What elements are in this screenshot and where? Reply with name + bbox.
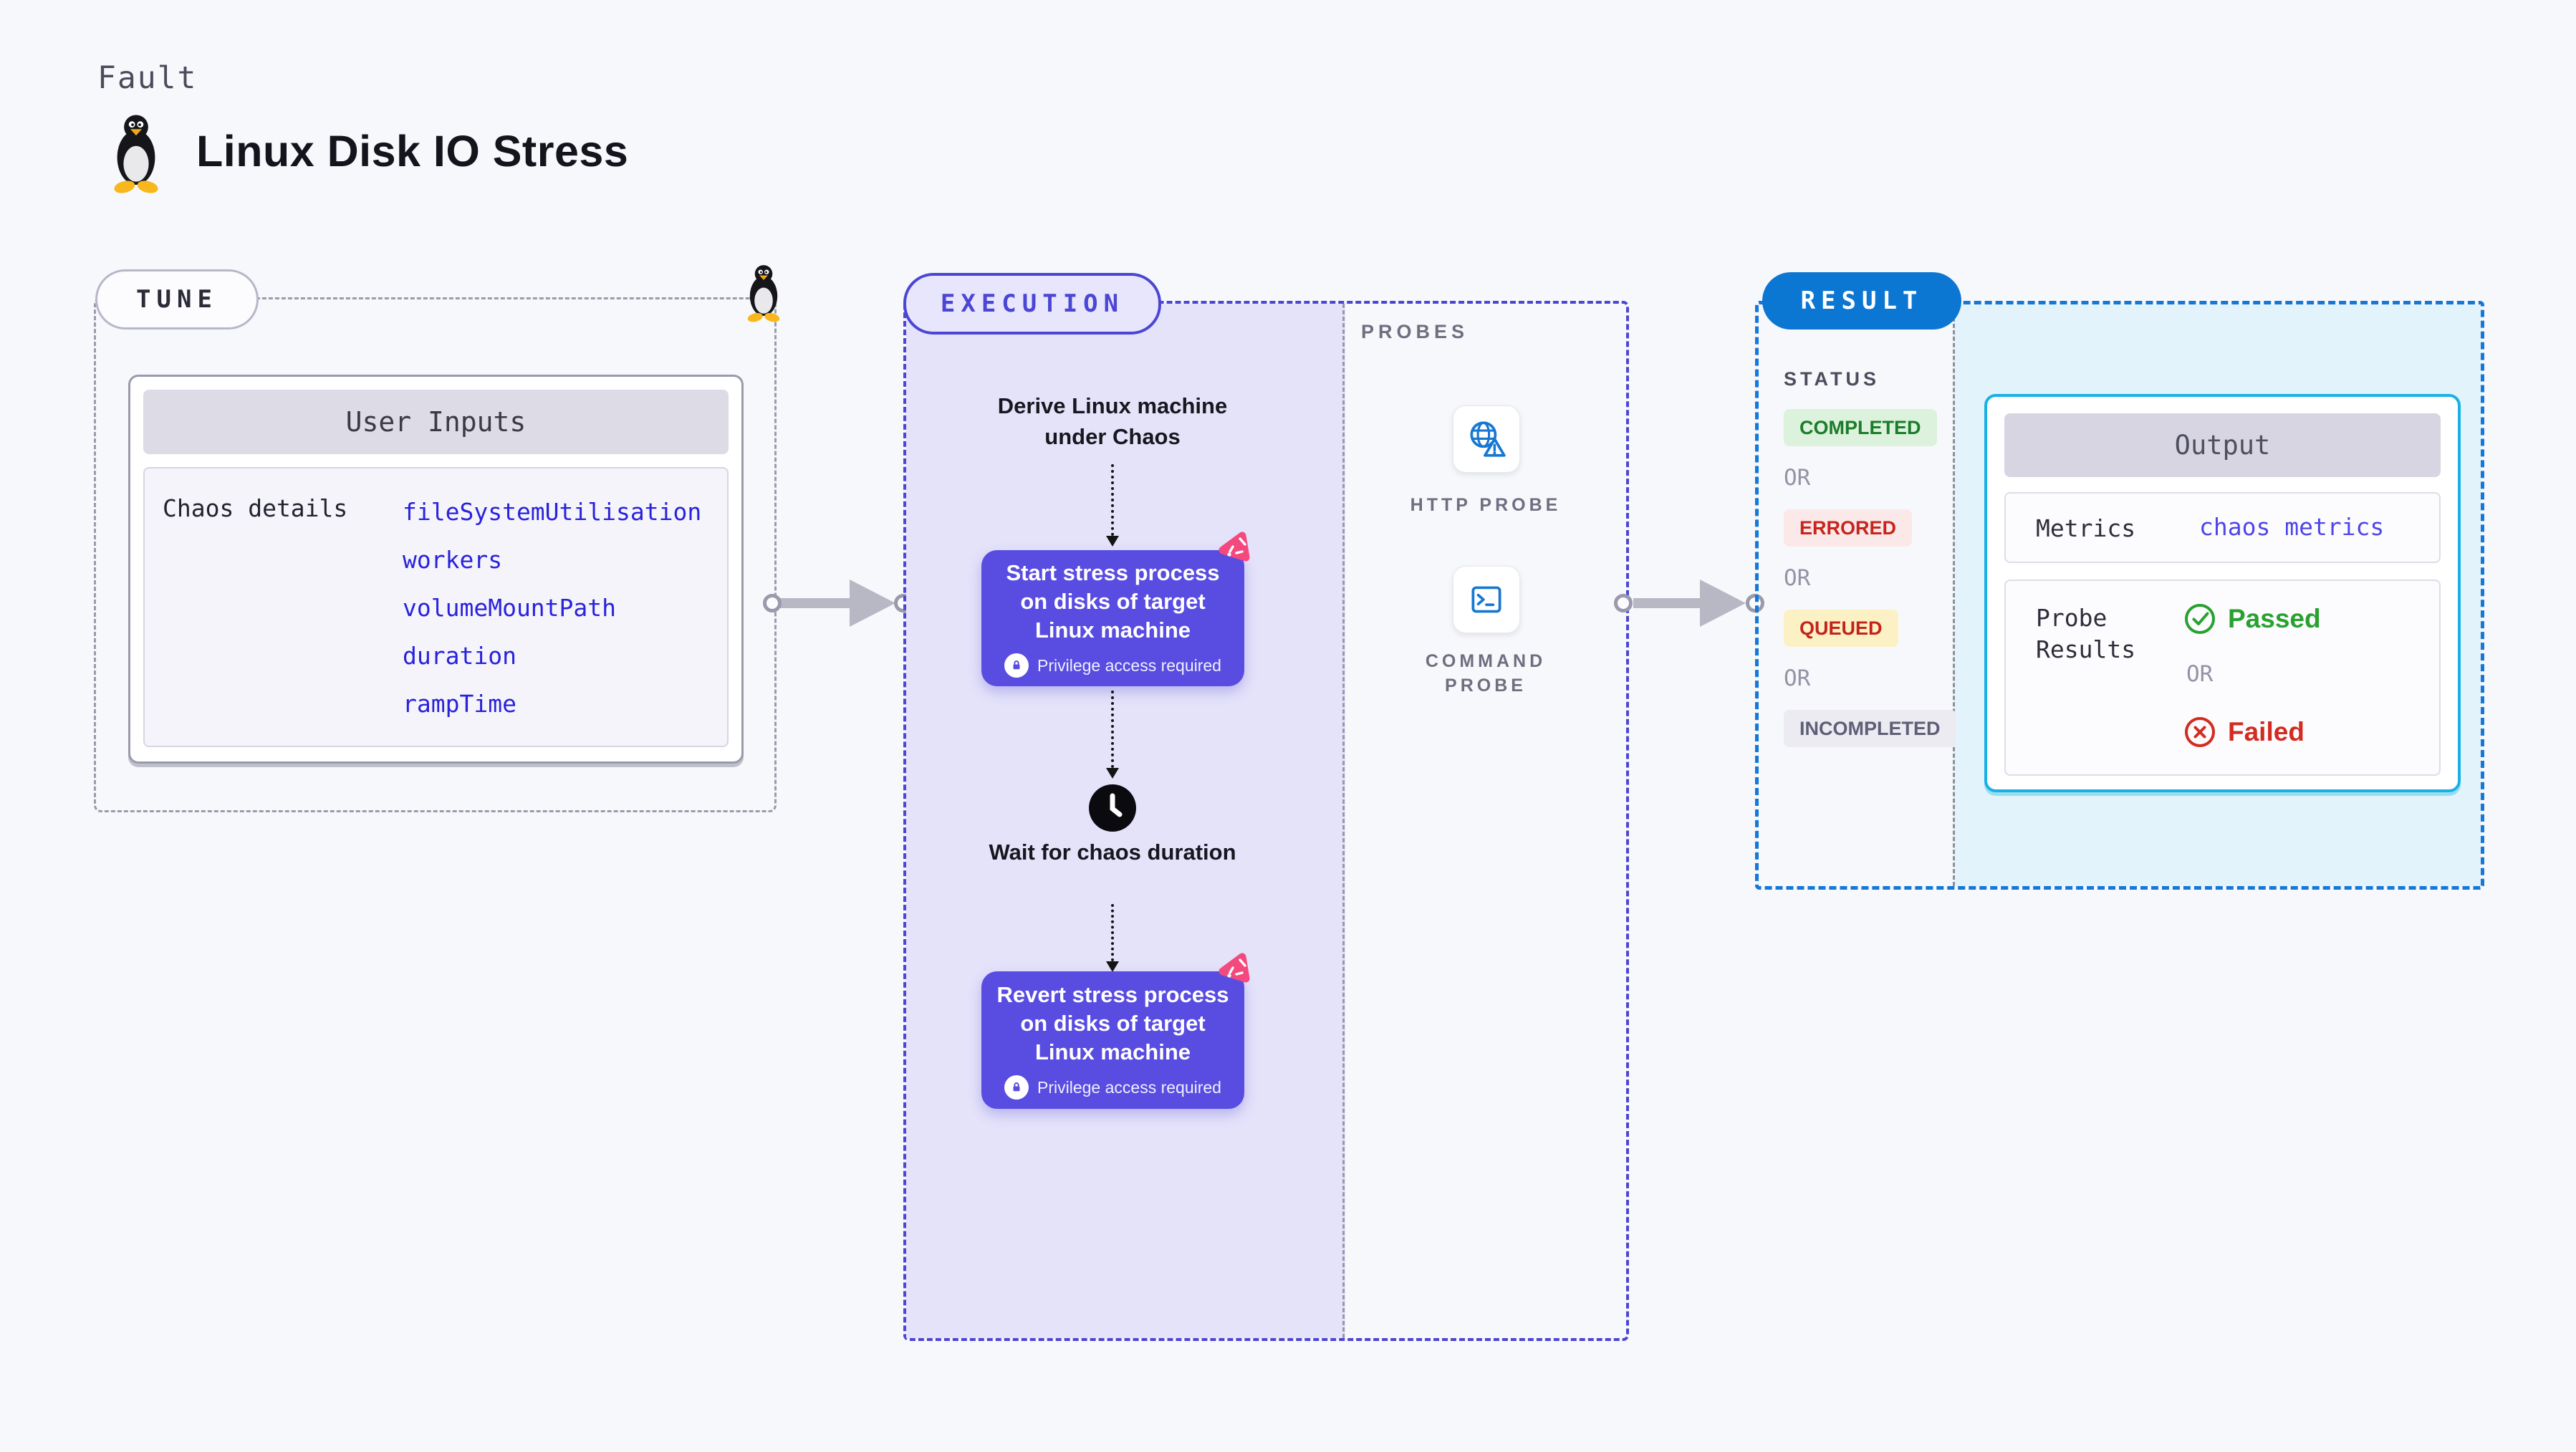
result-badge-label: RESULT bbox=[1800, 287, 1923, 315]
flow-connector-1-arrowhead bbox=[1106, 536, 1119, 547]
revert-stress-node-text: Revert stress process on disks of target… bbox=[996, 982, 1229, 1064]
metrics-label: Metrics bbox=[2036, 514, 2136, 542]
status-column-label: STATUS bbox=[1784, 368, 1880, 390]
or-separator: OR bbox=[2186, 661, 2214, 687]
tux-penguin-small-icon bbox=[741, 259, 787, 327]
or-separator: OR bbox=[1784, 565, 1811, 591]
check-circle-icon bbox=[2183, 602, 2216, 635]
privilege-required-label: Privilege access required bbox=[1037, 1077, 1221, 1097]
status-badge-errored: ERRORED bbox=[1784, 509, 1913, 547]
chaos-details-label: Chaos details bbox=[163, 494, 348, 522]
tune-section-badge: TUNE bbox=[95, 269, 259, 330]
execution-to-result-arrow bbox=[1633, 598, 1701, 608]
output-title: Output bbox=[2174, 430, 2271, 461]
privilege-required-label: Privilege access required bbox=[1037, 655, 1221, 675]
input-link-ramptime[interactable]: rampTime bbox=[403, 690, 516, 718]
execution-probes-divider bbox=[1342, 304, 1345, 1338]
start-stress-node-text: Start stress process on disks of target … bbox=[1006, 560, 1220, 643]
flow-connector-2 bbox=[1111, 691, 1114, 768]
status-badge-incompleted: INCOMPLETED bbox=[1784, 710, 1956, 747]
execution-to-result-arrowhead bbox=[1700, 580, 1746, 627]
failed-label: Failed bbox=[2228, 717, 2305, 746]
result-status-divider bbox=[1953, 304, 1955, 886]
input-link-duration[interactable]: duration bbox=[403, 642, 516, 670]
chaos-metrics-link[interactable]: chaos metrics bbox=[2199, 513, 2385, 541]
privilege-required-row: Privilege access required bbox=[1004, 653, 1221, 678]
tux-penguin-icon bbox=[105, 113, 168, 193]
execution-output-connector-dot bbox=[1614, 594, 1633, 612]
or-separator: OR bbox=[1784, 465, 1811, 491]
failed-result: Failed bbox=[2183, 716, 2305, 749]
input-link-filesystemutilisation[interactable]: fileSystemUtilisation bbox=[403, 498, 702, 526]
x-circle-icon bbox=[2183, 716, 2216, 749]
status-badge-queued: QUEUED bbox=[1784, 610, 1898, 647]
chaos-details-list: Chaos details fileSystemUtilisation work… bbox=[143, 467, 729, 747]
flow-connector-2-arrowhead bbox=[1106, 768, 1119, 779]
probe-results-row: Probe Results Passed OR bbox=[2004, 580, 2441, 776]
flow-connector-3 bbox=[1111, 904, 1114, 961]
command-probe-card bbox=[1453, 566, 1520, 633]
wait-step-label: Wait for chaos duration bbox=[989, 840, 1236, 865]
tune-section-box bbox=[94, 297, 777, 812]
output-card-header: Output bbox=[2004, 413, 2441, 477]
probe-results-label: Probe Results bbox=[2036, 604, 2136, 663]
start-stress-node: Start stress process on disks of target … bbox=[981, 550, 1244, 686]
status-column: STATUS COMPLETED OR ERRORED OR QUEUED OR… bbox=[1784, 368, 1956, 747]
fault-eyebrow-label: Fault bbox=[97, 60, 198, 96]
passed-label: Passed bbox=[2228, 604, 2321, 633]
globe-alert-icon bbox=[1466, 418, 1507, 460]
metrics-row: Metrics chaos metrics bbox=[2004, 492, 2441, 563]
output-card: Output Metrics chaos metrics Probe Resul… bbox=[1984, 394, 2461, 792]
chaos-fault-icon bbox=[1211, 529, 1254, 573]
execution-badge-label: EXECUTION bbox=[940, 289, 1125, 318]
privilege-required-row: Privilege access required bbox=[1004, 1075, 1221, 1100]
command-probe-label: COMMAND PROBE bbox=[1425, 651, 1547, 696]
derive-machine-step-label: Derive Linux machine under Chaos bbox=[997, 393, 1228, 449]
tune-output-connector-dot bbox=[763, 594, 782, 612]
result-section-badge: RESULT bbox=[1762, 272, 1961, 330]
page-title: Linux Disk IO Stress bbox=[196, 127, 629, 176]
lock-icon bbox=[1004, 1075, 1029, 1100]
input-link-workers[interactable]: workers bbox=[403, 546, 503, 574]
passed-result: Passed bbox=[2183, 602, 2321, 635]
input-link-volumemountpath[interactable]: volumeMountPath bbox=[403, 594, 617, 622]
chaos-fault-icon bbox=[1211, 950, 1254, 994]
http-probe-card bbox=[1453, 405, 1520, 473]
probes-column-label: PROBES bbox=[1361, 321, 1469, 342]
user-inputs-header: User Inputs bbox=[143, 390, 729, 454]
execution-section-badge: EXECUTION bbox=[903, 273, 1161, 335]
execution-section-box bbox=[903, 301, 1629, 1341]
chaos-input-values: fileSystemUtilisation workers volumeMoun… bbox=[403, 494, 701, 722]
tune-to-execution-arrow bbox=[779, 598, 851, 608]
flow-connector-1 bbox=[1111, 464, 1114, 536]
http-probe-label: HTTP PROBE bbox=[1410, 495, 1562, 515]
user-inputs-card: User Inputs Chaos details fileSystemUtil… bbox=[128, 375, 744, 764]
wait-clock-icon bbox=[1089, 784, 1136, 832]
status-badge-completed: COMPLETED bbox=[1784, 409, 1937, 446]
user-inputs-title: User Inputs bbox=[345, 406, 527, 438]
tune-to-execution-arrowhead bbox=[850, 580, 895, 627]
or-separator: OR bbox=[1784, 665, 1811, 691]
terminal-icon bbox=[1466, 579, 1507, 620]
revert-stress-node: Revert stress process on disks of target… bbox=[981, 971, 1244, 1109]
flow-connector-3-arrowhead bbox=[1106, 961, 1119, 972]
lock-icon bbox=[1004, 653, 1029, 678]
tune-badge-label: TUNE bbox=[136, 285, 218, 314]
